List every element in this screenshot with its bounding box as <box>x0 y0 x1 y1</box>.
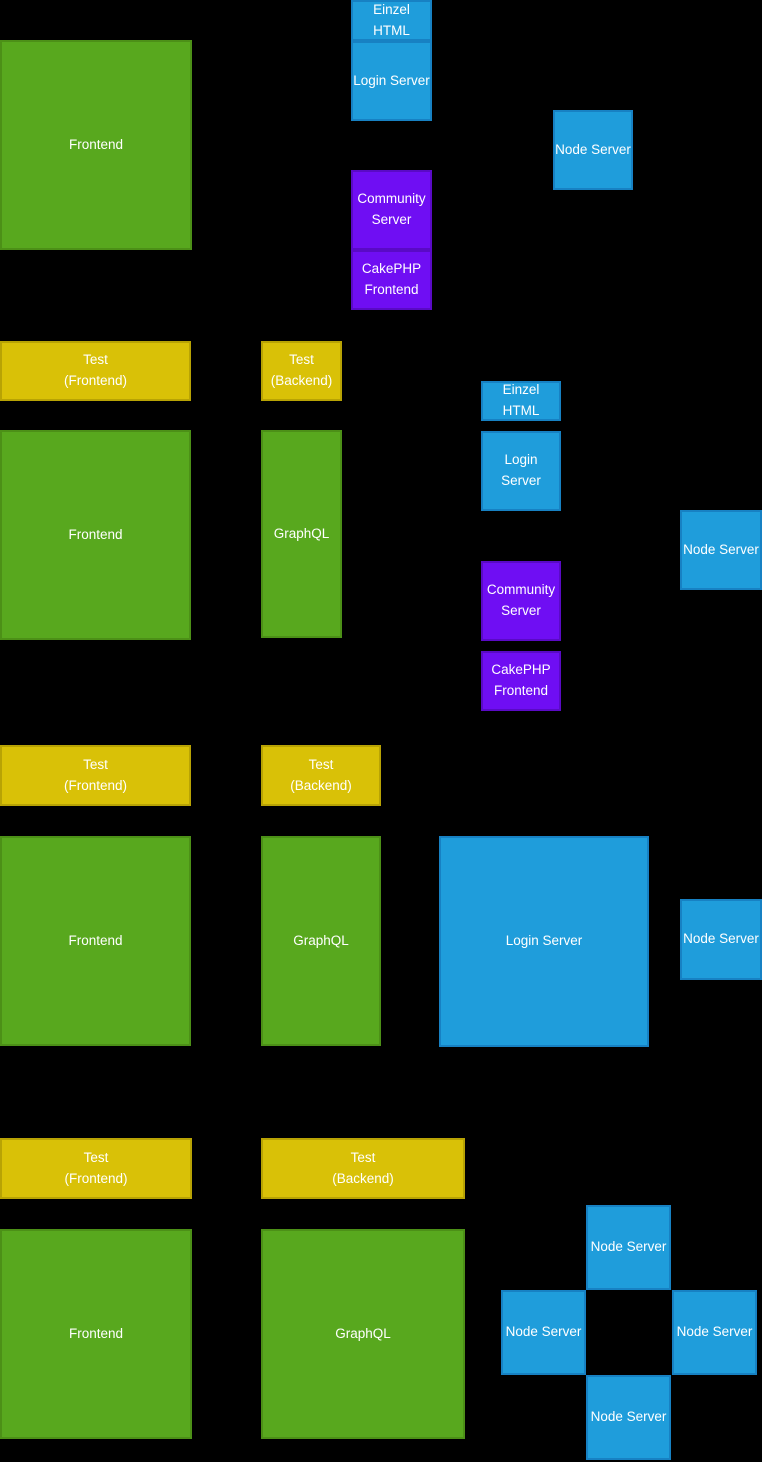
box-node-server-4-bottom: Node Server <box>586 1375 671 1460</box>
box-node-server-4-top: Node Server <box>586 1205 671 1290</box>
box-label: Node Server <box>683 541 759 557</box>
box-label: Node Server <box>590 1409 667 1425</box>
box-einzel-html-1: Einzel HTML <box>351 0 432 41</box>
box-label: GraphQL <box>335 1325 391 1341</box>
box-test-frontend-3: Test (Frontend) <box>0 745 191 806</box>
box-label: Node Server <box>555 141 631 157</box>
box-label: CakePHP Frontend <box>491 662 551 698</box>
box-einzel-html-2: Einzel HTML <box>481 381 561 421</box>
box-login-server-1: Login Server <box>351 41 432 121</box>
box-label: Node Server <box>505 1324 582 1340</box>
box-label: Frontend <box>68 136 124 152</box>
box-label: Einzel HTML <box>502 382 540 418</box>
box-label: Frontend <box>68 1325 124 1341</box>
box-cakephp-frontend-2: CakePHP Frontend <box>481 651 561 711</box>
box-graphql-2: GraphQL <box>261 430 342 638</box>
box-label: Frontend <box>68 526 123 542</box>
box-community-server-1: Community Server <box>351 170 432 250</box>
box-frontend-1: Frontend <box>0 40 192 250</box>
box-label: Frontend <box>68 932 123 948</box>
box-label: Einzel HTML <box>373 1 410 38</box>
box-cakephp-frontend-1: CakePHP Frontend <box>351 250 432 310</box>
box-label: GraphQL <box>273 525 330 541</box>
box-test-backend-3: Test (Backend) <box>261 745 381 806</box>
box-test-frontend-4: Test (Frontend) <box>0 1138 192 1199</box>
box-label: Node Server <box>590 1239 667 1255</box>
box-label: Test (Frontend) <box>63 352 128 388</box>
box-label: Test (Backend) <box>270 352 333 388</box>
box-label: Node Server <box>683 931 759 947</box>
box-label: CakePHP Frontend <box>361 261 422 297</box>
box-community-server-2: Community Server <box>481 561 561 641</box>
box-label: Test (Frontend) <box>63 756 128 793</box>
box-label: Community Server <box>486 582 556 618</box>
box-test-backend-2: Test (Backend) <box>261 341 342 401</box>
box-node-server-1: Node Server <box>553 110 633 190</box>
box-label: Test (Frontend) <box>64 1149 128 1186</box>
box-login-server-2: Login Server <box>481 431 561 511</box>
box-label: Community Server <box>357 191 426 227</box>
box-node-server-4-left: Node Server <box>501 1290 586 1375</box>
box-node-server-2: Node Server <box>680 510 762 590</box>
box-label: Login Server <box>501 452 541 488</box>
box-node-server-4-right: Node Server <box>672 1290 757 1375</box>
box-frontend-2: Frontend <box>0 430 191 640</box>
box-label: Test (Backend) <box>290 756 352 793</box>
box-label: GraphQL <box>293 932 349 948</box>
box-node-server-3: Node Server <box>680 899 762 980</box>
box-label: Login Server <box>505 933 583 949</box>
box-test-backend-4: Test (Backend) <box>261 1138 465 1199</box>
box-login-server-3: Login Server <box>439 836 649 1047</box>
box-graphql-4: GraphQL <box>261 1229 465 1439</box>
box-frontend-3: Frontend <box>0 836 191 1046</box>
box-label: Test (Backend) <box>332 1149 394 1186</box>
box-graphql-3: GraphQL <box>261 836 381 1046</box>
box-test-frontend-2: Test (Frontend) <box>0 341 191 401</box>
box-label: Node Server <box>676 1324 753 1340</box>
box-frontend-4: Frontend <box>0 1229 192 1439</box>
box-label: Login Server <box>353 72 430 88</box>
